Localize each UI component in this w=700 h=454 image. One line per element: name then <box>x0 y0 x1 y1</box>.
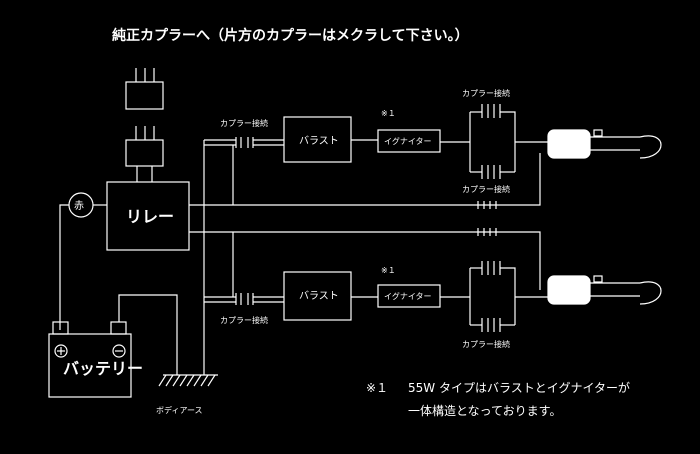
coupler-label-top-lower: カプラー接続 <box>462 184 510 194</box>
footnote-mark: ※１ <box>366 381 388 395</box>
ballast-box-bottom <box>283 271 352 321</box>
coupler-label-top-upper: カプラー接続 <box>462 88 510 98</box>
coupler-label-bottom-lower: カプラー接続 <box>462 339 510 349</box>
ballast-label-bottom: バラスト <box>299 290 339 302</box>
relay-box <box>106 181 190 251</box>
footnote-mark-bottom: ※１ <box>381 266 396 275</box>
footnote-line-1: 55W タイプはバラストとイグナイターが <box>408 380 630 395</box>
igniter-box-top <box>377 129 441 153</box>
igniter-label-bottom: イグナイター <box>384 291 432 301</box>
stock-coupler <box>125 68 164 110</box>
red-wire-label: 赤 <box>74 200 84 212</box>
relay-label: リレー <box>126 207 174 226</box>
footnote-line-2: 一体構造となっております。 <box>408 404 561 418</box>
ground-symbol <box>158 374 218 387</box>
ground-label: ボディアース <box>156 405 203 415</box>
battery-label: バッテリー <box>63 359 143 378</box>
coupler-label-top-left: カプラー接続 <box>220 118 268 128</box>
igniter-label-top: イグナイター <box>384 136 432 146</box>
hid-bulb-top <box>547 129 662 159</box>
igniter-box-bottom <box>377 284 441 308</box>
ballast-label-top: バラスト <box>299 135 339 147</box>
diagram-title: 純正カプラーへ（片方のカプラーはメクラして下さい。） <box>112 27 469 44</box>
footnote-mark-top: ※１ <box>381 109 396 118</box>
relay-coupler <box>125 126 164 182</box>
coupler-label-bottom-left: カプラー接続 <box>220 315 268 325</box>
hid-bulb-bottom <box>547 275 662 305</box>
